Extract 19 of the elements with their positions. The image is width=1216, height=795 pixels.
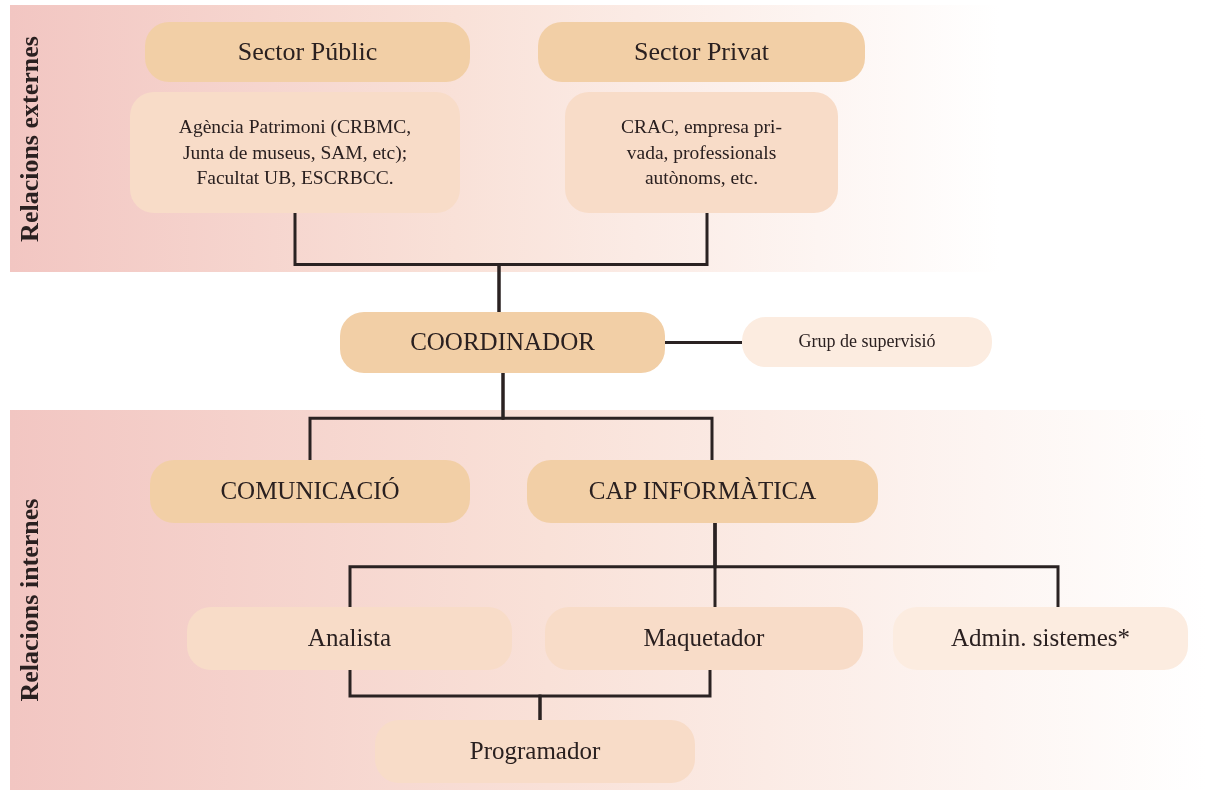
- org-unit-box: Analista: [187, 607, 512, 670]
- connector-line: [538, 670, 712, 720]
- band-heading: Relacions externes: [14, 34, 45, 244]
- band-heading: Relacions internes: [14, 497, 45, 704]
- connector-line: [501, 373, 714, 460]
- org-unit-box: Programador: [375, 720, 695, 783]
- org-unit-box: Sector Privat: [538, 22, 865, 82]
- connector-line: [497, 213, 709, 312]
- org-unit-box: COORDINADOR: [340, 312, 665, 373]
- connector-line: [713, 523, 1060, 607]
- org-unit-box: Maquetador: [545, 607, 863, 670]
- org-unit-box: CRAC, empresa pri- vada, professionals autònoms, etc.: [565, 92, 838, 213]
- org-unit-box: Admin. sistemes*: [893, 607, 1188, 670]
- org-unit-box: Sector Públic: [145, 22, 470, 82]
- org-unit-box: COMUNICACIÓ: [150, 460, 470, 523]
- org-unit-box: Grup de supervisió: [742, 317, 992, 367]
- org-unit-box: Agència Patrimoni (CRBMC, Junta de museus, SAM, etc); Facultat UB, ESCRBCC.: [130, 92, 460, 213]
- org-unit-box: CAP INFORMÀTICA: [527, 460, 878, 523]
- connector-line: [665, 341, 742, 344]
